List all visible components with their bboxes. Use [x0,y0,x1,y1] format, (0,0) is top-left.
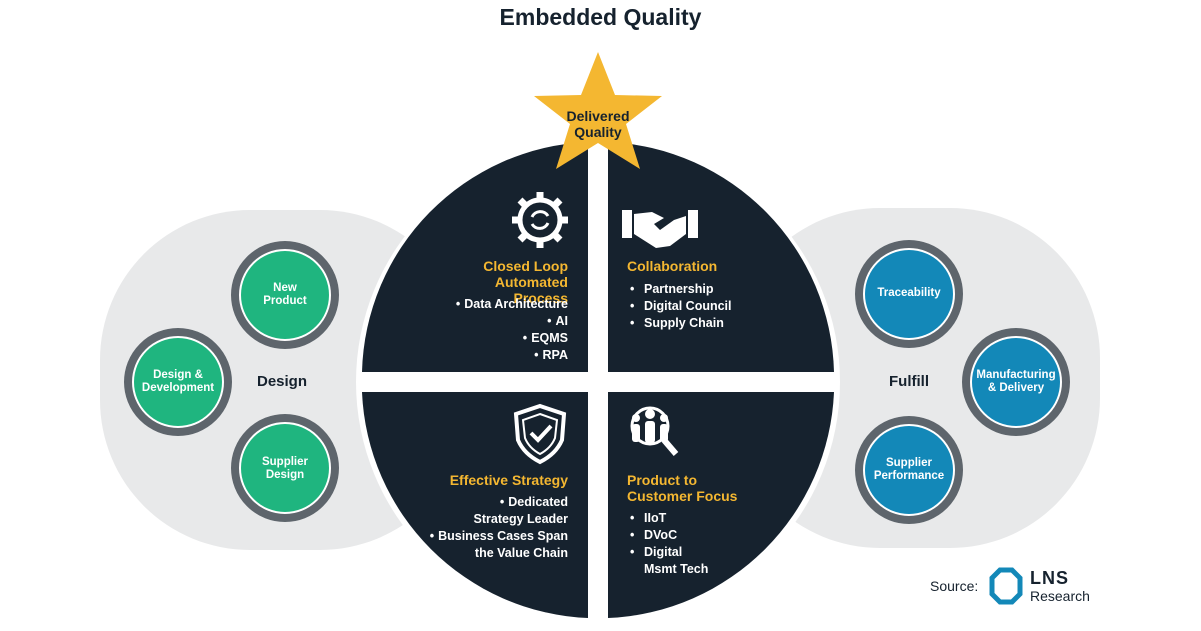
circle-label-design-development: Design &Development [141,369,215,394]
shield-check-icon [513,403,567,465]
circle-label-traceability: Traceability [877,287,941,299]
quadrant-bottom-left-heading: Effective Strategy [449,472,568,488]
design-label: Design [257,373,308,390]
circle-traceability [855,240,963,348]
list-item: IIoT [630,510,770,527]
list-item: AI [420,313,569,330]
star-label-line1: Delivered [566,108,630,124]
quadrant-top-right [608,142,834,372]
circle-supplier-performance [855,416,963,524]
people-magnifier-icon [630,406,679,456]
circle-design-development [124,328,232,436]
quadrant-top-right-heading: Collaboration [627,258,718,274]
quadrant-top-right-list: Partnership Digital Council Supply Chain [630,281,780,332]
quadrant-bottom-left-list: Dedicated Strategy Leader Business Cases… [410,494,568,562]
list-item-continued: Strategy Leader [473,512,568,526]
list-item: Business Cases Span [410,528,568,545]
fulfill-label: Fulfill [889,373,929,390]
circle-manufacturing-delivery [962,328,1070,436]
circle-label-manufacturing-delivery: Manufacturing& Delivery [976,369,1056,394]
list-item: Dedicated [410,494,568,511]
list-item: DVoC [630,527,770,544]
list-item-continued: the Value Chain [474,546,568,560]
list-item: Partnership [630,281,780,298]
list-item: Data Architecture [420,296,568,313]
brand-name: LNS [1030,568,1069,588]
star-label-line2: Quality [574,124,622,140]
diagram-title: Embedded Quality [499,4,702,30]
list-item-continued: Msmt Tech [644,562,709,576]
list-item: Digital Council [630,298,780,315]
star-label: Delivered Quality [550,108,646,140]
source-label: Source: [930,578,979,594]
star-shape [534,52,662,169]
circle-supplier-design [231,414,339,522]
handshake-icon [622,210,698,248]
list-item: RPA [420,347,568,364]
quadrant-bottom-right [608,392,834,618]
quadrant-bottom-right-list: IIoT DVoC Digital Msmt Tech [630,510,770,578]
list-item: EQMS [420,330,568,347]
list-item: Digital [630,544,770,561]
lns-logo-icon [989,567,1023,605]
list-item: Supply Chain [630,315,780,332]
circle-new-product [231,241,339,349]
gear-cycle-icon [512,192,568,248]
brand-subtitle: Research [1030,588,1090,604]
quadrant-top-left-list: Data Architecture AI EQMS RPA [420,296,568,364]
